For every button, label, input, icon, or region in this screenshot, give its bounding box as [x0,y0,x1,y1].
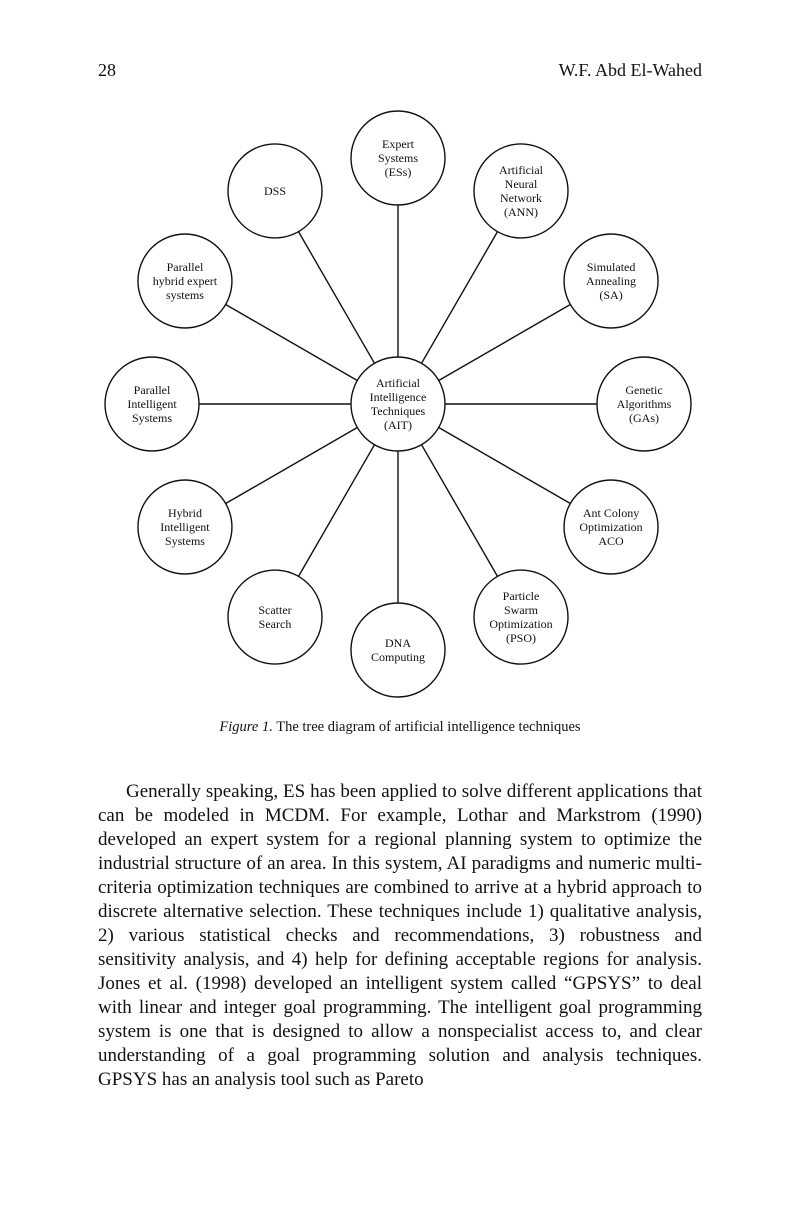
connector-scatter [297,444,376,577]
node-circle-pso [473,569,569,665]
node-circle-his [137,479,233,575]
connector-aco [438,426,571,505]
page-number: 28 [98,60,116,80]
center-node-label: Artificial Intelligence Techniques (AIT) [369,376,427,432]
connector-ann [420,231,499,364]
running-head: W.F. Abd El-Wahed [558,60,702,80]
node-label-sa: Simulated Annealing (SA) [586,260,637,302]
connector-his [225,426,358,505]
node-circle-aco [563,479,659,575]
node-circle-es [350,110,446,206]
figure-caption-text: The tree diagram of artificial intellige… [272,719,581,735]
node-circle-dna [350,602,446,698]
figure-caption: Figure 1. The tree diagram of artificial… [98,719,702,736]
node-label-gas: Genetic Algorithms (GAs) [616,383,672,425]
node-label-scatter: Scatter Search [258,603,292,632]
connector-sa [438,303,571,382]
node-circle-pis [104,356,200,452]
connector-phes [225,303,358,382]
node-circle-dss [227,143,323,239]
page-header: 28 W.F. Abd El-Wahed [98,60,702,86]
node-label-dna: DNA Computing [370,636,425,664]
node-label-aco: Ant Colony Optimization ACO [579,506,643,548]
node-label-es: Expert Systems (ESs) [377,137,418,179]
node-circle-gas [596,356,692,452]
node-circle-phes [137,233,233,329]
node-label-his: Hybrid Intelligent Systems [160,506,210,548]
node-label-dss: DSS [263,183,286,198]
node-label-pis: Parallel Intelligent Systems [127,383,177,425]
node-circle-scatter [227,569,323,665]
connector-dss [297,231,376,364]
node-circle-sa [563,233,659,329]
center-node-circle [350,356,446,452]
node-label-phes: Parallel hybrid expert systems [152,260,218,302]
ait-tree-diagram: Expert Systems (ESs) Artificial Neural Ne… [104,110,692,698]
connector-pso [420,444,499,577]
diagram-canvas [104,110,692,698]
node-circle-ann [473,143,569,239]
body-paragraph: Generally speaking, ES has been applied … [98,781,702,1090]
node-label-pso: Particle Swarm Optimization (PSO) [489,589,553,646]
figure-label: Figure 1. [219,719,273,735]
node-label-ann: Artificial Neural Network (ANN) [499,162,543,219]
